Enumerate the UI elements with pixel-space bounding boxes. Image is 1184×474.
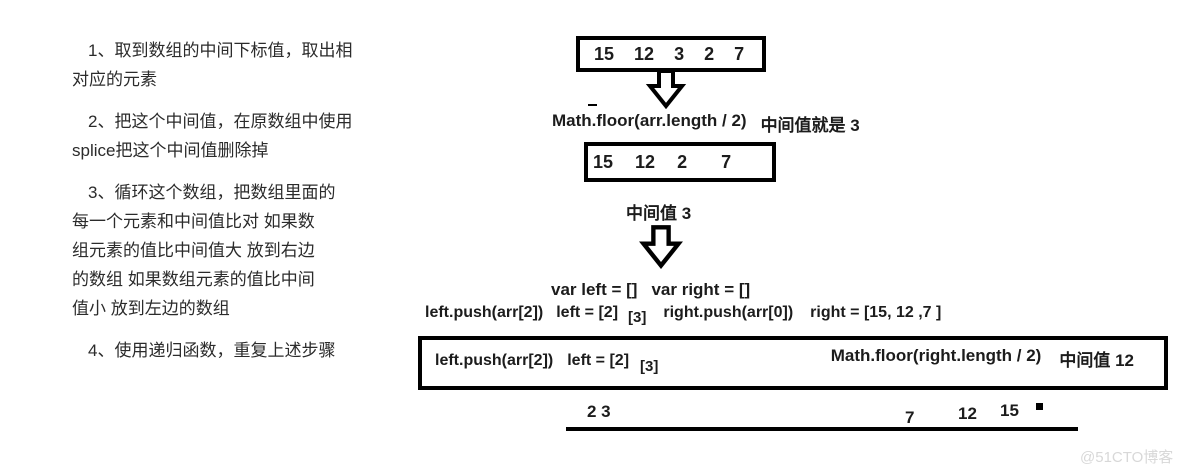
mid-value-text: 中间值 3	[626, 204, 692, 223]
declarations-line: var left = [] var right = []	[551, 280, 750, 300]
array-box-after-splice: 15 12 2 7	[584, 142, 776, 182]
mid-result-text: 中间值就是 3	[760, 116, 860, 135]
result-baseline	[566, 427, 1078, 431]
down-arrow-icon	[639, 225, 683, 269]
step-line: 组元素的值比中间值大 放到右边	[72, 241, 315, 260]
array-box-initial: 15 12 3 2 7	[576, 36, 766, 72]
left-index-note: [3]	[628, 309, 647, 326]
recursion-left-group: left.push(arr[2]) left = [2] [3]	[435, 352, 658, 375]
left-array-value: left = [2]	[567, 352, 630, 369]
result-number: 15	[1000, 401, 1019, 420]
tick-mark	[588, 104, 597, 106]
array-cell: 7	[734, 43, 745, 64]
array-cell: 2	[704, 43, 715, 64]
step-line: 4、使用递归函数，重复上述步骤	[88, 341, 336, 360]
recursion-right-group: Math.floor(right.length / 2) 中间值 12	[831, 346, 1134, 371]
result-number: 12	[958, 404, 977, 423]
array-cell: 2	[677, 151, 688, 172]
formula-text: Math.floor(arr.length / 2)	[552, 111, 747, 130]
left-push-code: left.push(arr[2])	[425, 304, 544, 321]
right-push-code: right.push(arr[0])	[663, 304, 794, 321]
down-arrow-icon	[645, 69, 687, 109]
formula-text: Math.floor(right.length / 2)	[830, 346, 1042, 365]
step-line: 每一个元素和中间值比对 如果数	[72, 212, 315, 231]
step-4: 4、使用递归函数，重复上述步骤	[72, 336, 402, 365]
step-line: splice把这个中间值删除掉	[72, 141, 269, 160]
array-cell: 12	[635, 151, 656, 172]
right-array-value: right = [15, 12 ,7 ]	[810, 304, 942, 321]
left-array-value: left = [2]	[556, 304, 619, 321]
left-index-note: [3]	[640, 358, 659, 375]
step-1: 1、取到数组的中间下标值，取出相 对应的元素	[72, 36, 402, 94]
step-line: 值小 放到左边的数组	[72, 299, 230, 318]
left-push-code: left.push(arr[2])	[435, 352, 554, 369]
mid-value-label: 中间值 3	[626, 199, 691, 224]
step-line: 对应的元素	[72, 70, 157, 89]
mid-result-text: 中间值 12	[1059, 351, 1134, 370]
right-declaration: var right = []	[651, 280, 751, 299]
partition-line: left.push(arr[2]) left = [2] [3] right.p…	[425, 304, 942, 326]
array-cell: 3	[674, 43, 685, 64]
step-line: 的数组 如果数组元素的值比中间	[72, 270, 315, 289]
watermark: @51CTO博客	[1080, 449, 1174, 466]
step-3: 3、循环这个数组，把数组里面的 每一个元素和中间值比对 如果数 组元素的值比中间…	[72, 178, 402, 323]
step-line: 2、把这个中间值，在原数组中使用	[88, 112, 353, 131]
step-line: 3、循环这个数组，把数组里面的	[88, 183, 336, 202]
result-number: 7	[905, 408, 915, 427]
steps-panel: 1、取到数组的中间下标值，取出相 对应的元素 2、把这个中间值，在原数组中使用 …	[72, 36, 402, 378]
array-cell: 15	[594, 43, 615, 64]
array-cell: 12	[634, 43, 655, 64]
step-2: 2、把这个中间值，在原数组中使用 splice把这个中间值删除掉	[72, 107, 402, 165]
step-line: 1、取到数组的中间下标值，取出相	[88, 41, 353, 60]
cursor-square-icon	[1036, 403, 1043, 410]
mid-calc-line: Math.floor(arr.length / 2) 中间值就是 3	[552, 111, 860, 136]
array-cell: 7	[721, 151, 732, 172]
result-left-numbers: 2 3	[587, 402, 611, 421]
array-cell: 15	[593, 151, 614, 172]
left-declaration: var left = []	[551, 280, 638, 299]
recursion-box: left.push(arr[2]) left = [2] [3] Math.fl…	[418, 336, 1168, 390]
